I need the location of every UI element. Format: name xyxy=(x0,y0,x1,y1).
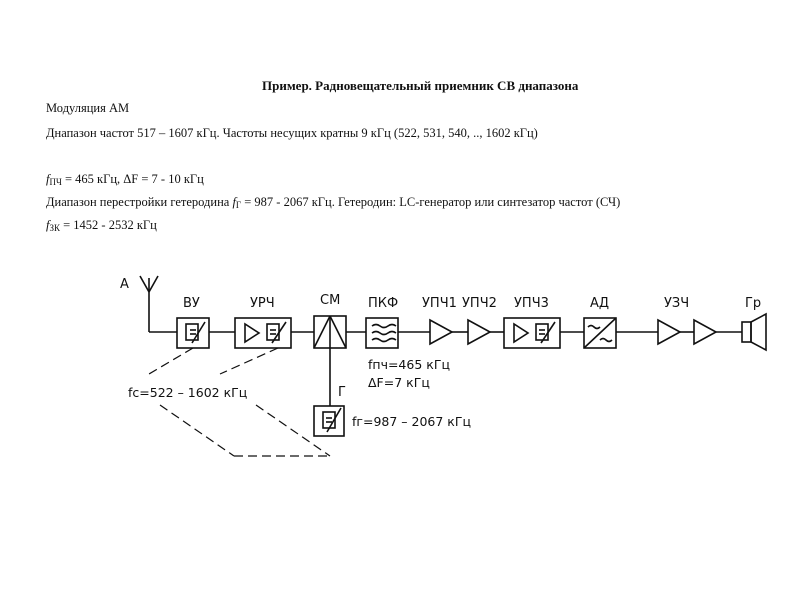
label-vu: ВУ xyxy=(183,296,200,311)
tuning-prefix: Диапазон перестройки гетеродина xyxy=(46,195,233,209)
label-upch1: УПЧ1 xyxy=(422,296,457,311)
label-ad: АД xyxy=(590,296,609,311)
label-upch2: УПЧ2 xyxy=(462,296,497,311)
antenna-symbol xyxy=(139,275,177,333)
annotation-fc: fс=522 – 1602 кГц xyxy=(128,385,247,400)
annotation-fg: fг=987 – 2067 кГц xyxy=(352,414,471,429)
image-frequency-line: fЗК = 1452 - 2532 кГц xyxy=(46,217,157,236)
audio-amplifier-2 xyxy=(693,318,718,346)
if-amplifier-3-block xyxy=(503,317,561,349)
frequency-range-line: Днапазон частот 517 – 1607 кГц. Частоты … xyxy=(46,126,538,140)
tuning-range-line: Диапазон перестройки гетеродина fГ = 987… xyxy=(46,194,620,213)
fzk-symbol: f xyxy=(46,218,50,232)
page-title: Пример. Радновещательный приемник СВ дна… xyxy=(262,78,579,93)
lumped-filter-block xyxy=(365,317,399,349)
input-circuit-block xyxy=(176,317,210,349)
label-gr: Гр xyxy=(745,296,761,311)
label-urch: УРЧ xyxy=(250,296,275,311)
modulation-line: Модуляция АМ xyxy=(46,101,130,115)
tuning-subscript: Г xyxy=(235,200,242,210)
mixer-block xyxy=(313,315,347,349)
if-amplifier-2 xyxy=(467,318,492,346)
tuning-symbol: f xyxy=(232,195,236,209)
label-pkf: ПКФ xyxy=(368,296,398,311)
am-detector-block xyxy=(583,317,617,349)
audio-amplifier-1 xyxy=(657,318,682,346)
loudspeaker-icon xyxy=(741,312,767,352)
fzk-values: = 1452 - 2532 кГц xyxy=(60,218,157,232)
annotation-fpch: fпч=465 кГц xyxy=(368,357,450,372)
if-frequency-line: fПЧ = 465 кГц, ΔF = 7 - 10 кГц xyxy=(46,171,204,190)
if-amplifier-1 xyxy=(429,318,454,346)
label-sm: СМ xyxy=(320,293,340,308)
fpch-values: = 465 кГц, ΔF = 7 - 10 кГц xyxy=(61,172,204,186)
label-uzch: УЗЧ xyxy=(664,296,689,311)
antenna-label: А xyxy=(120,277,129,292)
tuning-values: = 987 - 2067 кГц. Гетеродин: LC-генерато… xyxy=(241,195,621,209)
fpch-symbol: f xyxy=(46,172,50,186)
fzk-subscript: ЗК xyxy=(49,223,60,233)
label-upch3: УПЧ3 xyxy=(514,296,549,311)
local-oscillator-block xyxy=(313,405,345,437)
label-g: Г xyxy=(338,385,346,400)
tuning-link-lines xyxy=(148,347,331,457)
fpch-subscript: ПЧ xyxy=(49,177,62,187)
rf-amplifier-block xyxy=(234,317,292,349)
annotation-df: ΔF=7 кГц xyxy=(368,375,430,390)
